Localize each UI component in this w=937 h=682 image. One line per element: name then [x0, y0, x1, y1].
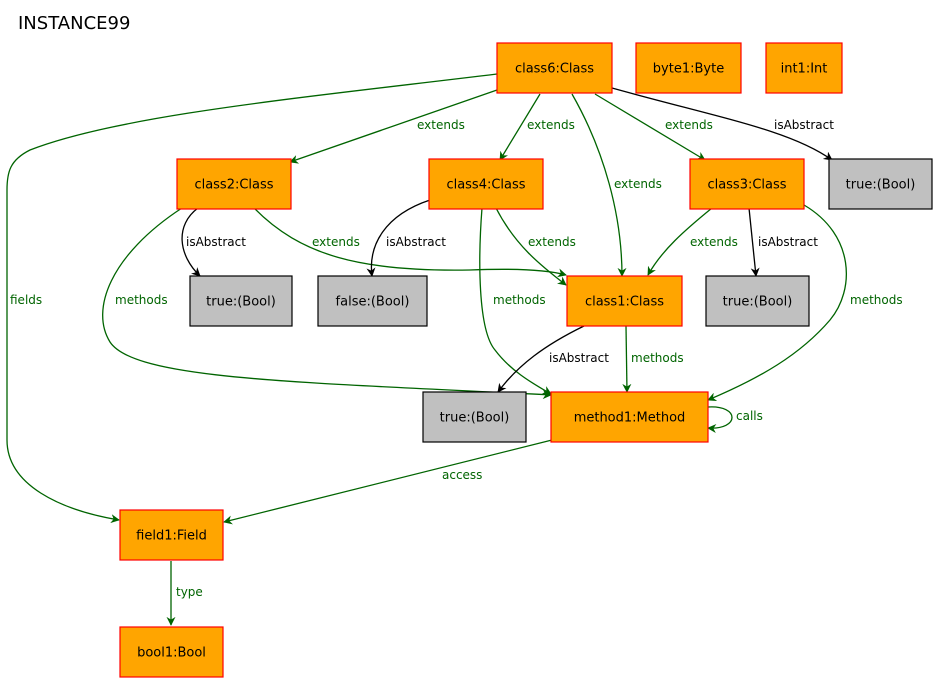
- edge-label-extends: extends: [614, 177, 662, 191]
- node-class4: class4:Class: [428, 158, 544, 210]
- edge-class6-isabstract-true: isAbstract: [611, 87, 834, 161]
- edge-label-calls: calls: [736, 409, 763, 423]
- node-label: class4:Class: [446, 178, 525, 193]
- edge-class6-extends-class2: extends: [289, 89, 498, 164]
- edge-class6-extends-class4: extends: [499, 93, 575, 161]
- node-byte1: byte1:Byte: [635, 42, 742, 94]
- edge-label-extends: extends: [312, 235, 360, 249]
- edge-method1-access-field1: access: [223, 439, 553, 525]
- node-true-bool-c: true:(Bool): [422, 391, 527, 443]
- node-false-bool-a: false:(Bool): [317, 275, 428, 327]
- edge-label-methods: methods: [850, 293, 903, 307]
- edge-label-extends: extends: [690, 235, 738, 249]
- diagram-title: INSTANCE99: [18, 13, 130, 34]
- node-field1: field1:Field: [119, 509, 224, 561]
- edge-class6-extends-class1: extends: [571, 93, 662, 277]
- node-label: bool1:Bool: [137, 646, 206, 661]
- node-label: class6:Class: [515, 62, 594, 77]
- edge-class1-methods-method1: methods: [622, 325, 684, 393]
- node-true-bool-b: true:(Bool): [189, 275, 293, 327]
- edge-field1-type-bool1: type: [166, 561, 203, 626]
- node-label: class1:Class: [585, 295, 664, 310]
- edge-label-extends: extends: [527, 118, 575, 132]
- node-class6: class6:Class: [496, 42, 613, 94]
- node-true-bool-a: true:(Bool): [828, 158, 933, 210]
- edge-class1-isabstract-true: isAbstract: [497, 325, 609, 393]
- node-bool1: bool1:Bool: [119, 626, 224, 678]
- edge-class4-methods-method1: methods: [479, 207, 552, 395]
- edge-method1-calls-method1: calls: [707, 406, 763, 433]
- node-true-bool-d: true:(Bool): [705, 275, 810, 327]
- node-label: class2:Class: [194, 178, 273, 193]
- node-class3: class3:Class: [689, 158, 805, 210]
- edge-class2-isabstract-true: isAbstract: [181, 207, 246, 277]
- edge-label-methods: methods: [115, 293, 168, 307]
- edge-label-isabstract: isAbstract: [186, 235, 246, 249]
- edge-class3-methods-method1: methods: [707, 204, 903, 401]
- node-class1: class1:Class: [566, 275, 683, 327]
- edge-label-methods: methods: [631, 351, 684, 365]
- edge-class4-isabstract-false: isAbstract: [366, 199, 446, 277]
- edge-class6-extends-class3: extends: [594, 93, 713, 161]
- node-label: field1:Field: [136, 529, 207, 544]
- node-label: method1:Method: [574, 411, 686, 426]
- node-label: byte1:Byte: [653, 62, 724, 77]
- edge-label-methods: methods: [493, 293, 546, 307]
- edge-class3-extends-class1: extends: [647, 207, 738, 276]
- node-label: int1:Int: [781, 62, 828, 77]
- node-class2: class2:Class: [176, 158, 292, 210]
- node-label: true:(Bool): [440, 411, 510, 426]
- node-label: false:(Bool): [336, 295, 410, 310]
- edge-label-extends: extends: [417, 118, 465, 132]
- edge-class6-fields-field1: fields: [6, 73, 498, 524]
- node-label: true:(Bool): [206, 295, 276, 310]
- edge-label-fields: fields: [10, 293, 42, 307]
- node-label: class3:Class: [707, 178, 786, 193]
- edge-class4-extends-class1: extends: [495, 207, 576, 286]
- node-int1: int1:Int: [765, 42, 843, 94]
- node-label: true:(Bool): [723, 295, 793, 310]
- edge-label-isabstract: isAbstract: [758, 235, 818, 249]
- edge-label-isabstract: isAbstract: [549, 351, 609, 365]
- edge-label-isabstract: isAbstract: [774, 118, 834, 132]
- edge-label-extends: extends: [528, 235, 576, 249]
- edge-label-extends: extends: [665, 118, 713, 132]
- node-method1: method1:Method: [550, 391, 709, 443]
- edge-class2-extends-class1: extends: [253, 207, 567, 278]
- edge-label-access: access: [442, 468, 482, 482]
- edge-class3-isabstract-true: isAbstract: [748, 207, 818, 277]
- edge-label-type: type: [176, 585, 203, 599]
- edge-label-isabstract: isAbstract: [386, 235, 446, 249]
- node-label: true:(Bool): [846, 178, 916, 193]
- edge-class2-methods-method1: methods: [102, 207, 552, 400]
